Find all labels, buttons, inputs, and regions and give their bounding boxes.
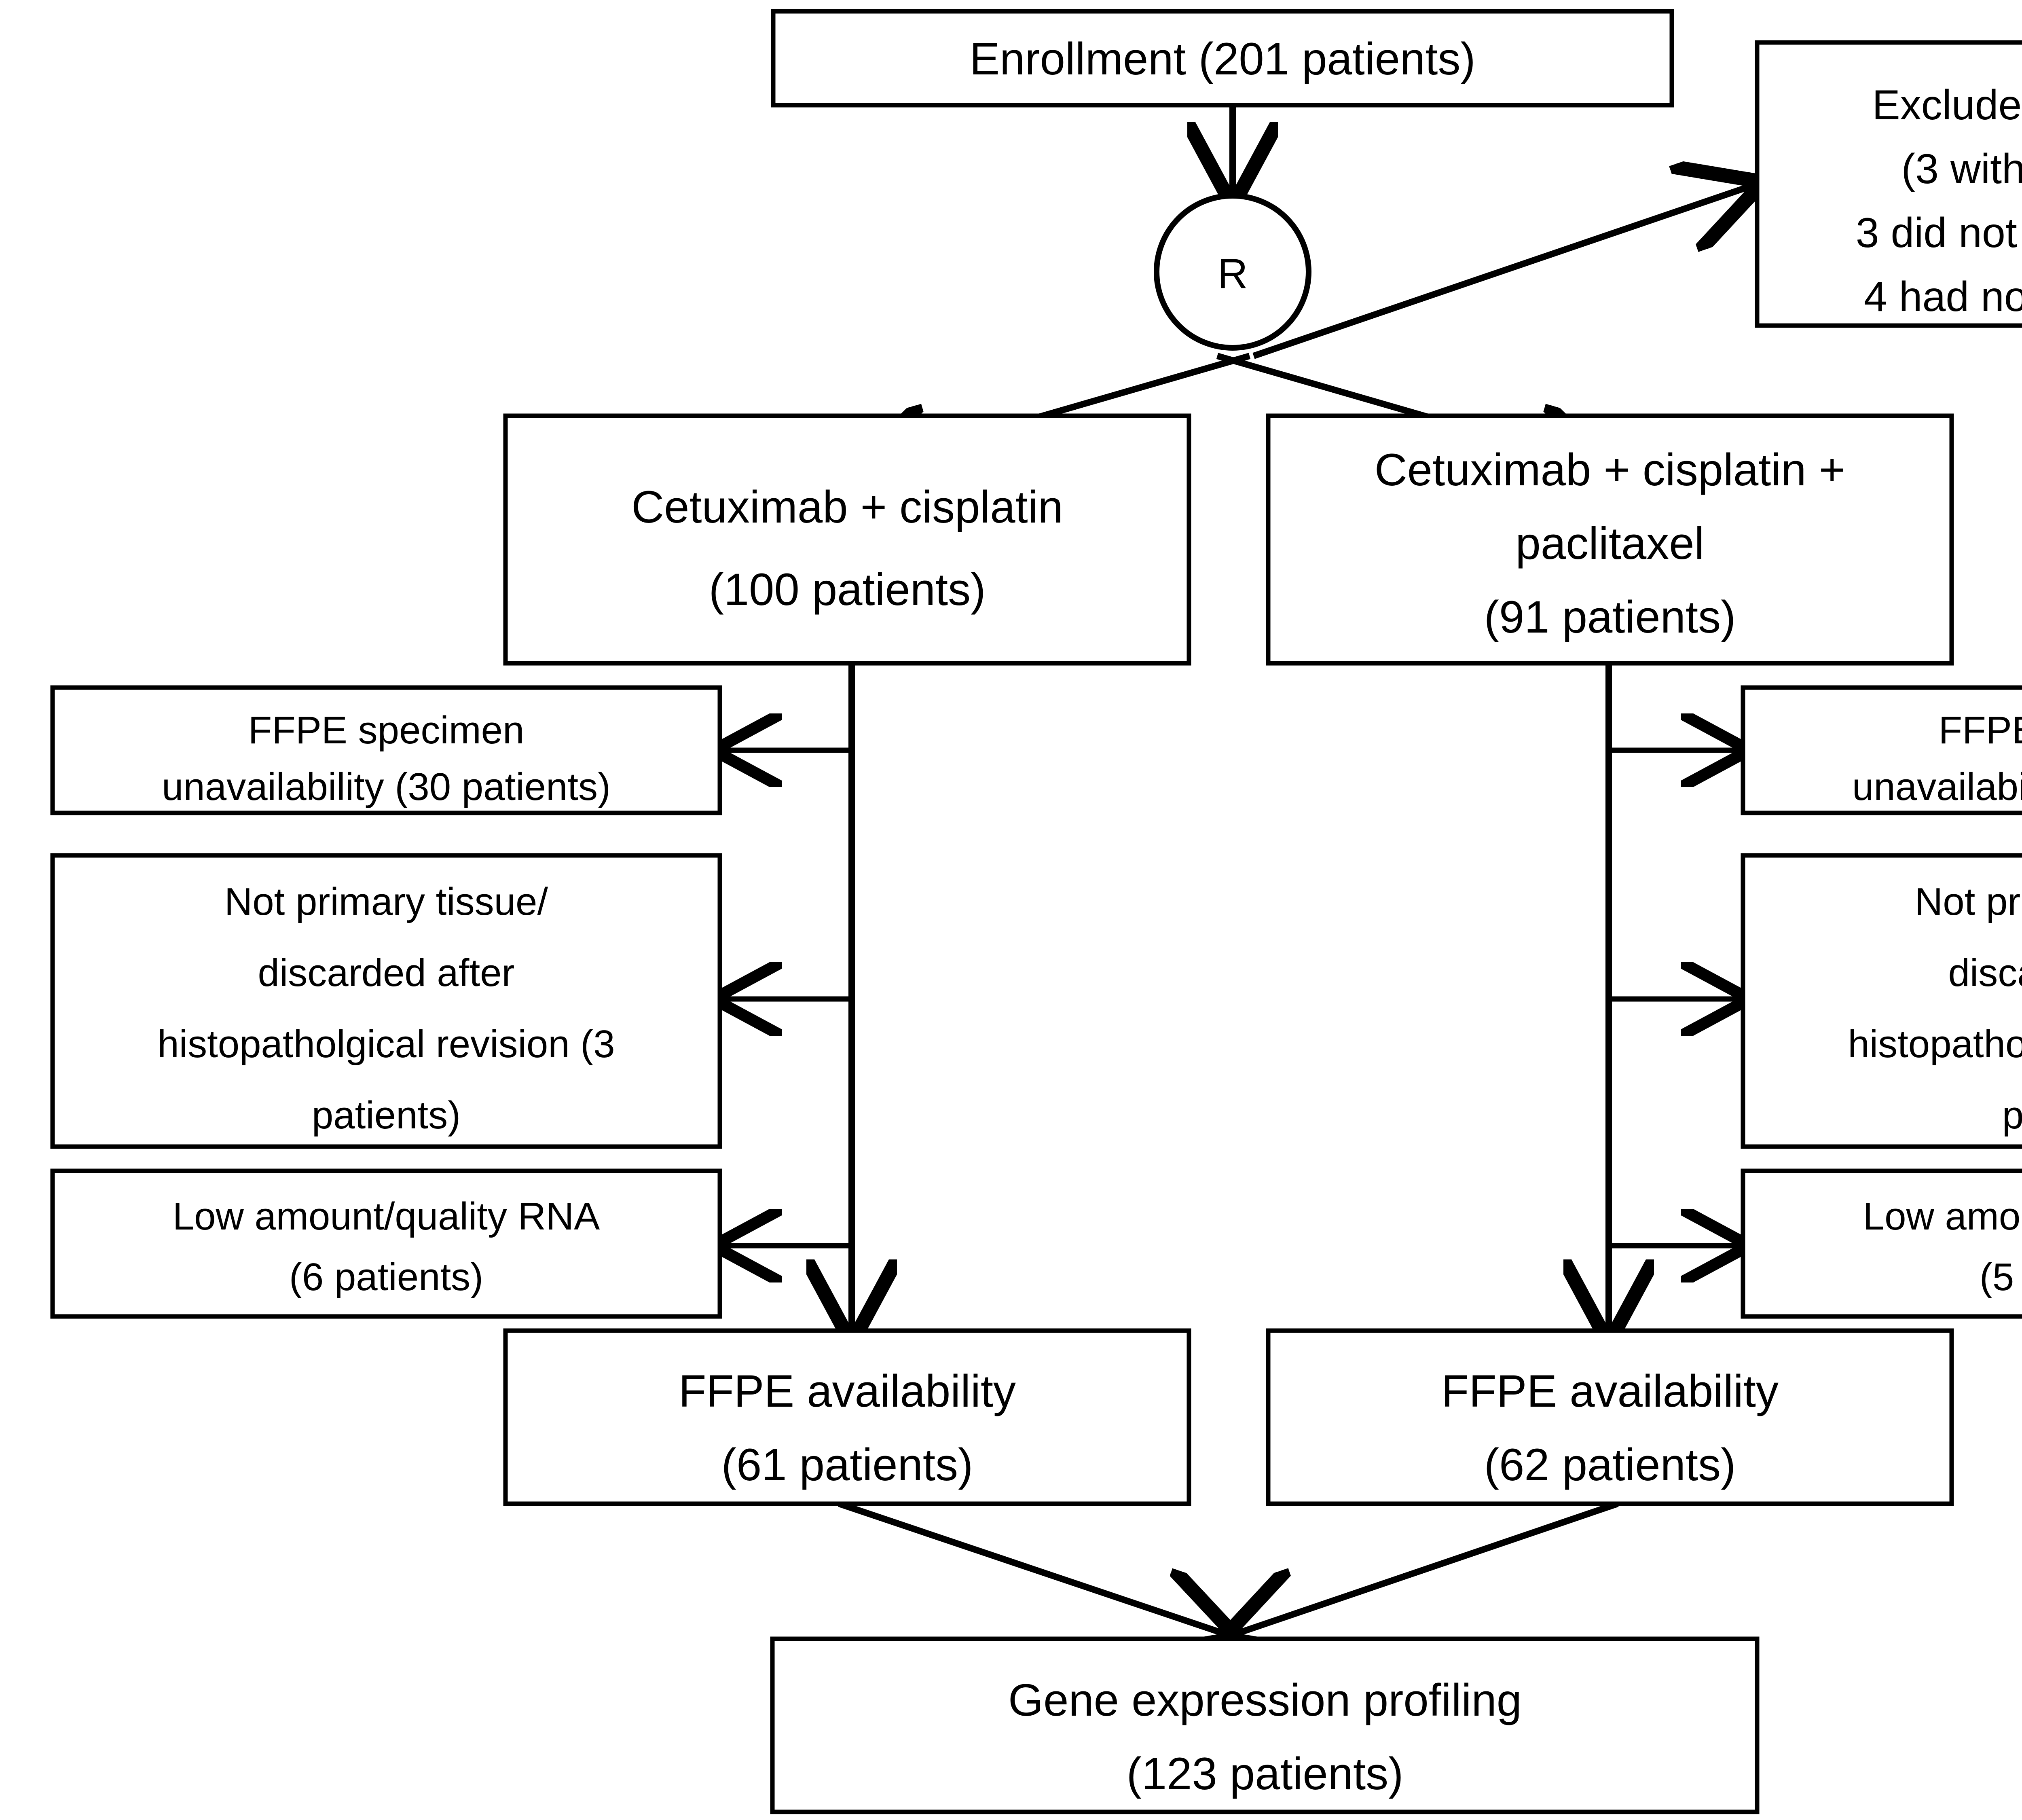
- right-exclusion-ffpe-line-1: FFPE specimen: [1939, 709, 2022, 752]
- gene-expression-profiling-box: [770, 1636, 1760, 1814]
- enrollment-box: [771, 9, 1674, 108]
- ffpe-availability-right-line-2: (62 patients): [1484, 1439, 1736, 1490]
- node-arm-left[interactable]: Cetuximab + cisplatin (100 patients): [503, 413, 1191, 666]
- right-exclusion-not-primary-line-4: patients): [2002, 1094, 2022, 1137]
- left-exclusion-not-primary-box: [50, 853, 722, 1149]
- connector-ffpe-right-to-final: [1235, 1500, 1619, 1634]
- node-right-exclusion-not-primary[interactable]: Not primary tissue/ discarded after hist…: [1741, 853, 2022, 1149]
- excluded-line-4: 4 had no data available): [1864, 273, 2022, 320]
- enrollment-label: Enrollment (201 patients): [969, 34, 1475, 84]
- node-enrollment[interactable]: Enrollment (201 patients): [771, 9, 1674, 108]
- left-exclusion-rna-line-2: (6 patients): [289, 1255, 483, 1299]
- right-exclusion-not-primary-line-2: discarded after: [1948, 951, 2022, 995]
- left-exclusion-not-primary-line-3: histopatholgical revision (3: [157, 1022, 615, 1066]
- left-exclusion-not-primary-line-4: patients): [312, 1094, 461, 1137]
- arm-left-line-2: (100 patients): [709, 564, 986, 615]
- node-randomization[interactable]: R: [1154, 193, 1311, 351]
- excluded-box: [1755, 40, 2022, 328]
- arm-right-line-3: (91 patients): [1484, 592, 1736, 642]
- randomization-label: R: [1217, 250, 1248, 297]
- excluded-line-2: (3 withdrew consent: [1901, 146, 2022, 193]
- node-gene-expression-profiling[interactable]: Gene expression profiling (123 patients): [770, 1636, 1760, 1814]
- right-exclusion-ffpe-line-2: unavailability (19 patients): [1852, 765, 2022, 808]
- right-exclusion-not-primary-line-1: Not primary tissue/: [1915, 880, 2022, 923]
- node-left-exclusion-rna[interactable]: Low amount/quality RNA (6 patients): [50, 1168, 722, 1319]
- node-right-exclusion-ffpe[interactable]: FFPE specimen unavailability (19 patient…: [1741, 685, 2022, 815]
- left-exclusion-rna-line-1: Low amount/quality RNA: [173, 1195, 600, 1238]
- arm-right-line-2: paclitaxel: [1516, 518, 1705, 569]
- node-left-exclusion-not-primary[interactable]: Not primary tissue/ discarded after hist…: [50, 853, 722, 1149]
- node-ffpe-availability-left[interactable]: FFPE availability (61 patients): [503, 1328, 1191, 1506]
- gene-expression-profiling-line-2: (123 patients): [1127, 1748, 1404, 1799]
- node-ffpe-availability-right[interactable]: FFPE availability (62 patients): [1266, 1328, 1954, 1506]
- gene-expression-profiling-line-1: Gene expression profiling: [1008, 1675, 1522, 1725]
- node-arm-right[interactable]: Cetuximab + cisplatin + paclitaxel (91 p…: [1266, 413, 1954, 666]
- left-exclusion-ffpe-box: [50, 685, 722, 815]
- ffpe-availability-right-line-1: FFPE availability: [1441, 1366, 1779, 1416]
- arm-left-box: [503, 413, 1191, 666]
- connector-randomization-to-excluded: [1252, 186, 1751, 359]
- right-exclusion-not-primary-line-3: histopatholgical revision (5: [1848, 1022, 2022, 1066]
- left-exclusion-not-primary-line-2: discarded after: [258, 951, 514, 995]
- left-exclusion-rna-box: [50, 1168, 722, 1319]
- right-exclusion-ffpe-box: [1741, 685, 2022, 815]
- node-excluded[interactable]: Excluded from analysis (3 withdrew conse…: [1755, 40, 2022, 328]
- ffpe-availability-right-box: [1266, 1328, 1954, 1506]
- ffpe-availability-left-line-2: (61 patients): [721, 1439, 973, 1490]
- arm-left-line-1: Cetuximab + cisplatin: [631, 482, 1063, 532]
- excluded-line-1: Excluded from analysis: [1872, 82, 2022, 129]
- randomization-circle: [1154, 193, 1311, 351]
- left-exclusion-ffpe-line-1: FFPE specimen: [248, 709, 525, 752]
- ffpe-availability-left-box: [503, 1328, 1191, 1506]
- right-exclusion-rna-line-2: (5 patients): [1980, 1255, 2022, 1299]
- right-exclusion-not-primary-box: [1741, 853, 2022, 1149]
- node-right-exclusion-rna[interactable]: Low amount/quality RNA (5 patients): [1741, 1168, 2022, 1319]
- connector-ffpe-left-to-final: [838, 1500, 1225, 1634]
- arm-right-box: [1266, 413, 1954, 666]
- node-left-exclusion-ffpe[interactable]: FFPE specimen unavailability (30 patient…: [50, 685, 722, 815]
- connectors-layer: [724, 104, 1751, 1634]
- left-exclusion-not-primary-line-1: Not primary tissue/: [224, 880, 548, 923]
- ffpe-availability-left-line-1: FFPE availability: [679, 1366, 1016, 1416]
- excluded-line-3: 3 did not begin treatment: [1856, 210, 2022, 256]
- right-exclusion-rna-line-1: Low amount/quality RNA: [1863, 1195, 2022, 1238]
- left-exclusion-ffpe-line-2: unavailability (30 patients): [162, 765, 611, 808]
- right-exclusion-rna-box: [1741, 1168, 2022, 1319]
- arm-right-line-1: Cetuximab + cisplatin +: [1375, 444, 1845, 495]
